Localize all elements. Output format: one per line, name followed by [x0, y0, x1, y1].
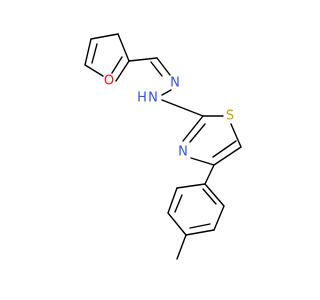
bond: [189, 123, 206, 143]
bond: [204, 183, 225, 207]
bonds: [84, 33, 242, 260]
sulfur-atom-label: S: [226, 109, 234, 124]
amine-nitrogen-atom-label: N: [148, 91, 158, 106]
atom-labels: O N H N S N: [104, 74, 234, 160]
bond: [91, 43, 98, 64]
hydrogen-atom-label: H: [137, 91, 147, 106]
bond: [174, 194, 183, 213]
oxygen-atom-label: O: [104, 74, 114, 89]
bond: [128, 57, 158, 62]
bond: [182, 115, 204, 142]
bond: [111, 56, 123, 74]
bond: [213, 146, 242, 166]
bond: [189, 223, 211, 229]
bond: [190, 157, 215, 166]
bond: [185, 229, 215, 236]
bond: [90, 33, 119, 40]
bond: [84, 64, 104, 77]
bond: [167, 187, 178, 214]
bond: [202, 188, 217, 205]
bond: [212, 140, 237, 158]
bond: [213, 205, 225, 231]
bond: [230, 123, 242, 148]
thiazole-nitrogen-atom-label: N: [178, 145, 188, 160]
bond: [167, 212, 187, 236]
molecule-structure: O N H N S N: [84, 33, 242, 260]
nitrogen-atom-label: N: [170, 76, 180, 91]
bond: [161, 99, 204, 117]
bond: [117, 33, 130, 62]
bond: [204, 164, 215, 185]
bond: [156, 57, 171, 76]
bond: [161, 89, 172, 96]
bond: [176, 183, 206, 189]
bond: [150, 61, 163, 77]
bond: [176, 234, 187, 260]
bond: [84, 38, 92, 66]
bond: [115, 60, 130, 82]
